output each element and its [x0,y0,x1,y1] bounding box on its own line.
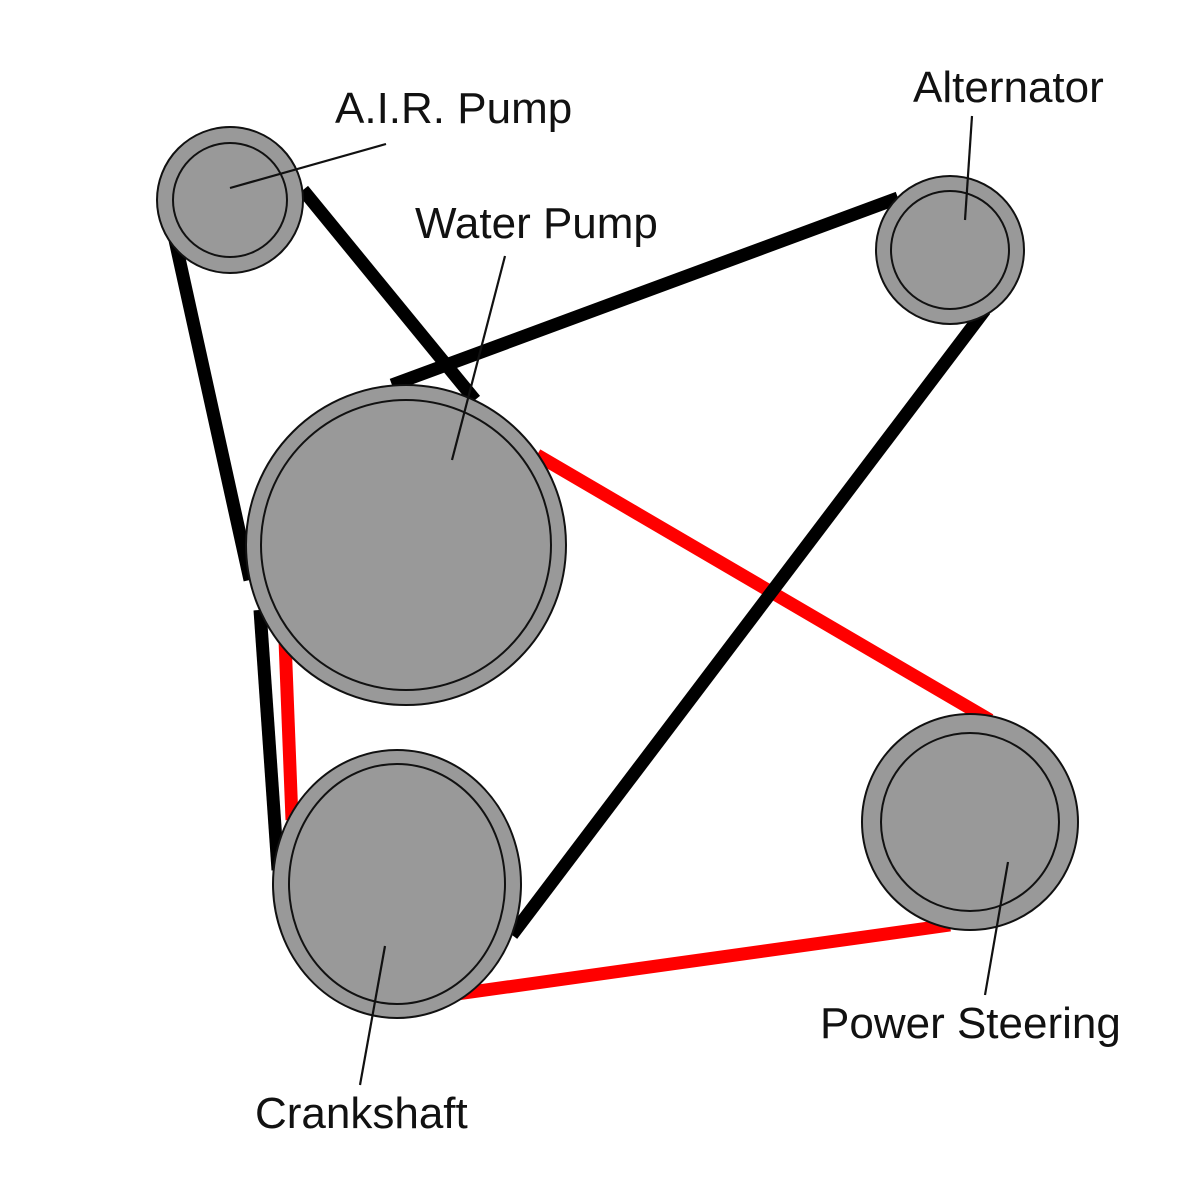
power-steering-leader-line [983,861,1010,996]
air-pump-pulley [156,126,304,274]
power-steering-belt-left-run [278,639,299,821]
power-steering-pulley [861,713,1079,931]
alternator-pulley [875,175,1025,325]
crankshaft-label: Crankshaft [255,1089,468,1138]
serpentine-belt-left-lower-run [253,609,285,871]
water-pump-label: Water Pump [415,199,658,248]
power-steering-belt [278,449,994,1002]
serpentine-belt-water-to-alternator-run [389,191,901,392]
alternator-leader-line [963,115,974,221]
water-pump-pulley [245,384,567,706]
serpentine-belt-air-to-crank-run [168,238,257,582]
power-steering-belt-upper-run [533,449,994,726]
power-steering-belt-lower-run [449,918,951,1002]
crankshaft-pulley [272,749,522,1019]
serpentine-belt-alternator-to-crank-run [506,306,991,939]
air-pump-leader-line [229,142,387,190]
serpentine-belt [168,185,991,939]
crankshaft-leader-line [358,945,387,1086]
water-pump-leader-line [450,255,507,461]
alternator-label: Alternator [913,63,1104,112]
air-pump-label: A.I.R. Pump [335,84,572,133]
power-steering-label: Power Steering [820,999,1121,1048]
